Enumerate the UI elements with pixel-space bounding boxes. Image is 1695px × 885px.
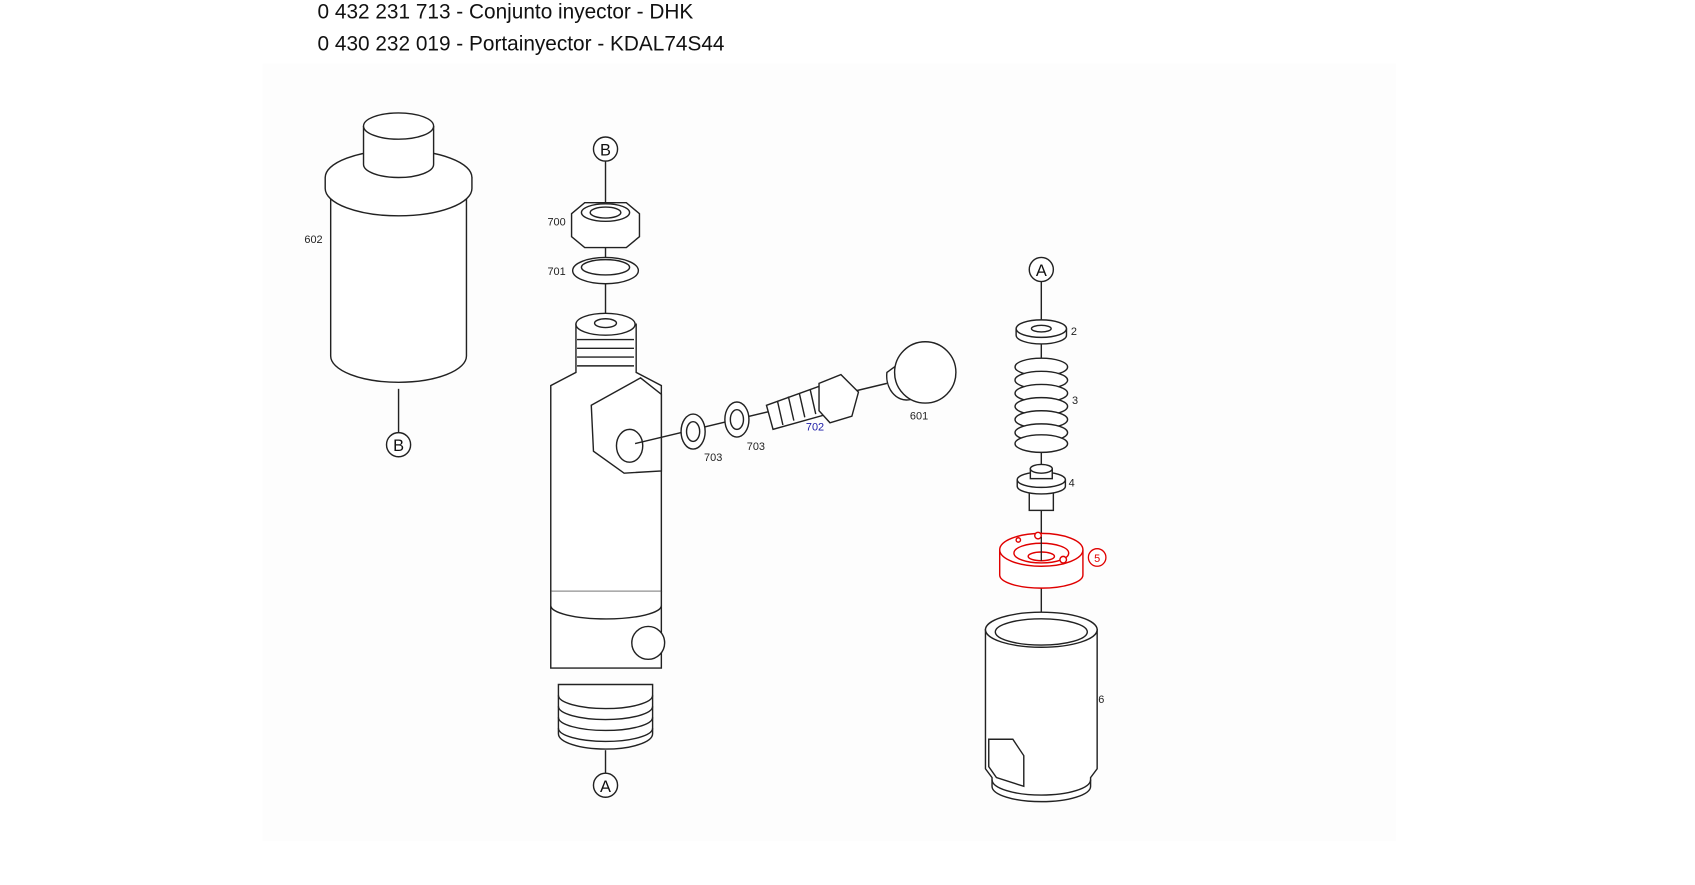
part-700-nut[interactable] — [570, 201, 641, 249]
label-601[interactable]: 601 — [910, 411, 928, 423]
label-703-second[interactable]: 703 — [747, 441, 765, 453]
part-5-intermediate-disc-selected[interactable] — [998, 531, 1084, 589]
nozzle-holder-body — [550, 312, 666, 774]
callout-5-selected — [1087, 548, 1107, 567]
part-702-banjo-bolt[interactable] — [765, 373, 860, 431]
label-702[interactable]: 702 — [806, 421, 824, 433]
label-703-first[interactable]: 703 — [704, 452, 722, 464]
label-2[interactable]: 2 — [1071, 326, 1077, 338]
label-6[interactable]: 6 — [1098, 694, 1104, 706]
callout-b-upper-text: B — [600, 142, 611, 160]
callout-a-lower — [592, 772, 619, 798]
part-701-washer[interactable] — [571, 256, 640, 285]
callout-b-lower-text: B — [393, 437, 404, 455]
part-6-nozzle-nut[interactable] — [984, 611, 1098, 803]
header-line-1: 0 432 231 713 - Conjunto inyector - DHK — [318, 1, 694, 24]
label-3[interactable]: 3 — [1072, 395, 1078, 407]
callout-a-lower-text: A — [600, 778, 611, 796]
callout-b-lower — [385, 431, 412, 458]
label-4[interactable]: 4 — [1069, 477, 1075, 489]
label-602[interactable]: 602 — [304, 234, 322, 246]
part-703-seal-1[interactable] — [680, 413, 706, 450]
label-701[interactable]: 701 — [547, 266, 565, 278]
label-700[interactable]: 700 — [547, 217, 565, 229]
part-703-seal-2[interactable] — [724, 401, 750, 438]
part-4-spring-seat[interactable] — [1016, 463, 1067, 512]
part-602-cover[interactable] — [324, 112, 473, 433]
header-line-2: 0 430 232 019 - Portainyector - KDAL74S4… — [318, 33, 725, 56]
label-5[interactable]: 5 — [1094, 553, 1100, 565]
part-3-spring[interactable] — [1014, 357, 1069, 454]
callout-a-upper-text: A — [1036, 262, 1047, 280]
part-601-cap[interactable] — [886, 341, 957, 404]
part-2-shim[interactable] — [1015, 319, 1068, 345]
